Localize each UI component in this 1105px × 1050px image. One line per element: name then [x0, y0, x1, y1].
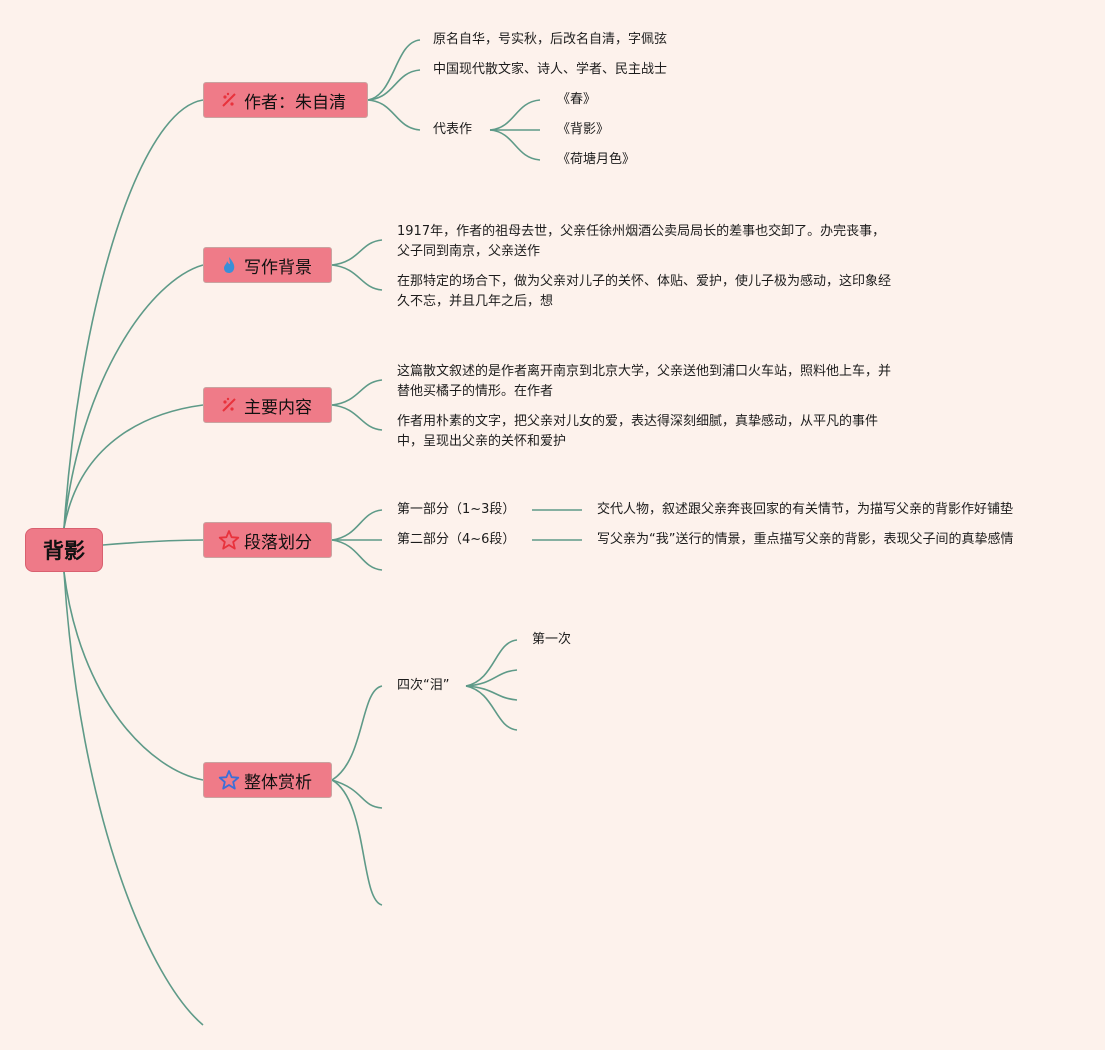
work-item: 《荷塘月色》 [557, 152, 636, 167]
sparkle-icon [218, 89, 240, 111]
star-outline-blue-icon [218, 769, 240, 791]
works-label[interactable]: 代表作 [433, 122, 473, 137]
branch-sections[interactable]: 段落划分 [203, 522, 332, 558]
branch-appreciation-label: 整体赏析 [244, 772, 312, 793]
branch-content-label: 主要内容 [244, 397, 312, 418]
section-part-desc: 写父亲为“我”送行的情景，重点描写父亲的背影，表现父子间的真挚感情 [597, 532, 1014, 547]
content-detail: 这篇散文叙述的是作者离开南京到北京大学，父亲送他到浦口火车站，照料他上车，并替他… [397, 364, 892, 399]
star-outline-red-icon [218, 529, 240, 551]
branch-sections-label: 段落划分 [244, 532, 312, 553]
branch-author[interactable]: 作者：朱自清 [203, 82, 368, 118]
background-detail: 1917年，作者的祖母去世，父亲任徐州烟酒公卖局局长的差事也交卸了。办完丧事，父… [397, 224, 886, 259]
flame-icon [218, 254, 240, 276]
work-item: 《春》 [557, 92, 597, 107]
background-detail: 在那特定的场合下，做为父亲对儿子的关怀、体贴、爱护，使儿子极为感动，这印象经久不… [397, 274, 892, 309]
section-part-label[interactable]: 第一部分（1~3段） [397, 502, 516, 517]
author-detail: 中国现代散文家、诗人、学者、民主战士 [433, 62, 668, 77]
root-node[interactable]: 背影 [25, 528, 103, 572]
section-part-desc: 交代人物，叙述跟父亲奔丧回家的有关情节，为描写父亲的背影作好铺垫 [597, 502, 1014, 517]
branch-content[interactable]: 主要内容 [203, 387, 332, 423]
work-item: 《背影》 [557, 122, 610, 137]
content-detail: 作者用朴素的文字，把父亲对儿女的爱，表达得深刻细腻，真挚感动，从平凡的事件中，呈… [397, 414, 879, 449]
author-detail: 原名自华，号实秋，后改名自清，字佩弦 [433, 32, 668, 47]
branch-background[interactable]: 写作背景 [203, 247, 332, 283]
branch-appreciation[interactable]: 整体赏析 [203, 762, 332, 798]
branch-background-label: 写作背景 [244, 257, 312, 278]
tears-item: 第一次 [532, 632, 572, 647]
sparkle-icon [218, 394, 240, 416]
tears-label[interactable]: 四次“泪” [397, 678, 450, 693]
branch-author-label: 作者：朱自清 [244, 92, 346, 113]
section-part-label[interactable]: 第二部分（4~6段） [397, 532, 516, 547]
